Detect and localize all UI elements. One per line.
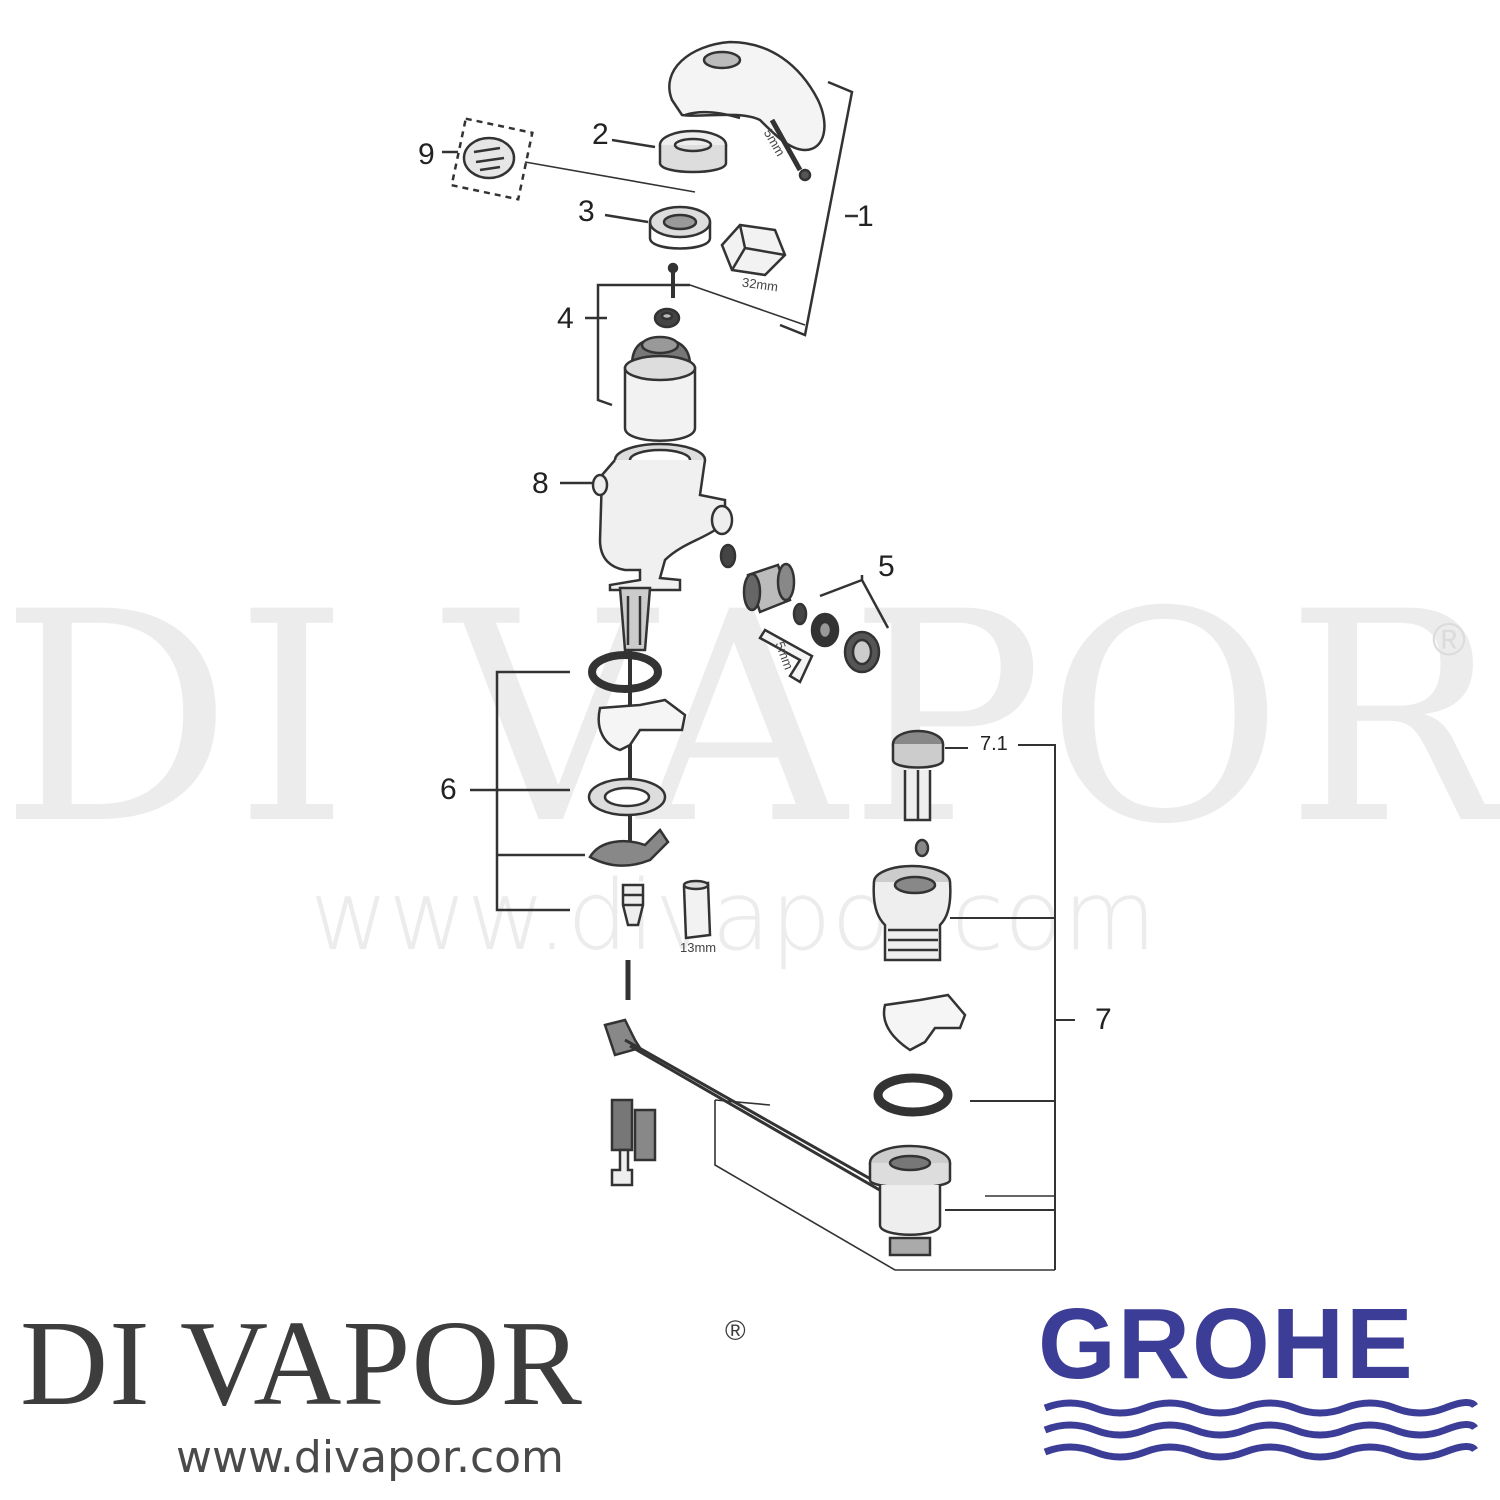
diverter-washer-part (792, 602, 808, 626)
waste-body-part (872, 864, 952, 962)
socket-13mm-part (682, 879, 712, 940)
screw-small-part (667, 262, 679, 298)
cap-part (658, 129, 728, 174)
callout-2: 2 (592, 118, 609, 151)
nut-part (648, 205, 712, 250)
diverter-cap-part (843, 630, 881, 674)
allen-key-part (758, 628, 814, 684)
callout-6: 6 (440, 773, 457, 806)
wrench-32mm-part (720, 223, 787, 277)
o-ring-7-part (873, 1073, 953, 1117)
callout-4: 4 (557, 302, 574, 335)
mixer-body-part (591, 442, 734, 592)
callout-3: 3 (578, 195, 595, 228)
watermark-registered-mark: ® (1432, 613, 1466, 665)
bracket-7 (945, 744, 1075, 1270)
clip-part (588, 828, 670, 867)
bracket-4 (596, 283, 613, 407)
watermark-brand: DI VAPOR (0, 551, 1500, 888)
grohe-waves-icon (1043, 1399, 1478, 1461)
callout-7: 7 (1095, 1003, 1112, 1036)
plug-head-part (891, 729, 945, 822)
diverter-insert-part (742, 562, 796, 614)
waste-flange-part (868, 1144, 952, 1257)
bracket-5 (819, 575, 890, 629)
handle-screw-part (769, 118, 812, 182)
di-vapor-url: www.divapor.com (176, 1432, 564, 1483)
pivot-screw-part (621, 883, 645, 927)
washer-part (653, 307, 681, 329)
rosette-part (450, 117, 534, 201)
callout-8: 8 (532, 467, 549, 500)
callout-1: 1 (857, 200, 874, 233)
callout-7-1: 7.1 (980, 733, 1008, 755)
di-vapor-logo: DI VAPOR (20, 1296, 583, 1431)
grohe-logo: GROHE (1038, 1288, 1415, 1400)
linkage-bracket (714, 1099, 896, 1271)
diverter-nut-part (810, 612, 840, 648)
handle-part (668, 40, 826, 152)
watermark-url: www.divapor.com (310, 860, 1157, 972)
diverter-seal-part (719, 543, 737, 569)
o-ring-6-part (588, 651, 662, 693)
waste-bracket-part (882, 993, 967, 1052)
pop-up-lever-part (603, 1018, 891, 1198)
cartridge-part (623, 335, 697, 442)
lift-rod-part (618, 586, 652, 850)
bracket-1 (779, 80, 854, 337)
di-vapor-registered-mark: ® (725, 1315, 746, 1346)
flange-washer-part (587, 777, 667, 817)
plug-screw-part (914, 838, 930, 858)
callout-5: 5 (878, 550, 895, 583)
bracket-plate-part (597, 698, 687, 752)
socket-13mm-label: 13mm (680, 940, 717, 955)
callout-9: 9 (418, 138, 435, 171)
fixing-nuts-part (610, 1098, 657, 1187)
